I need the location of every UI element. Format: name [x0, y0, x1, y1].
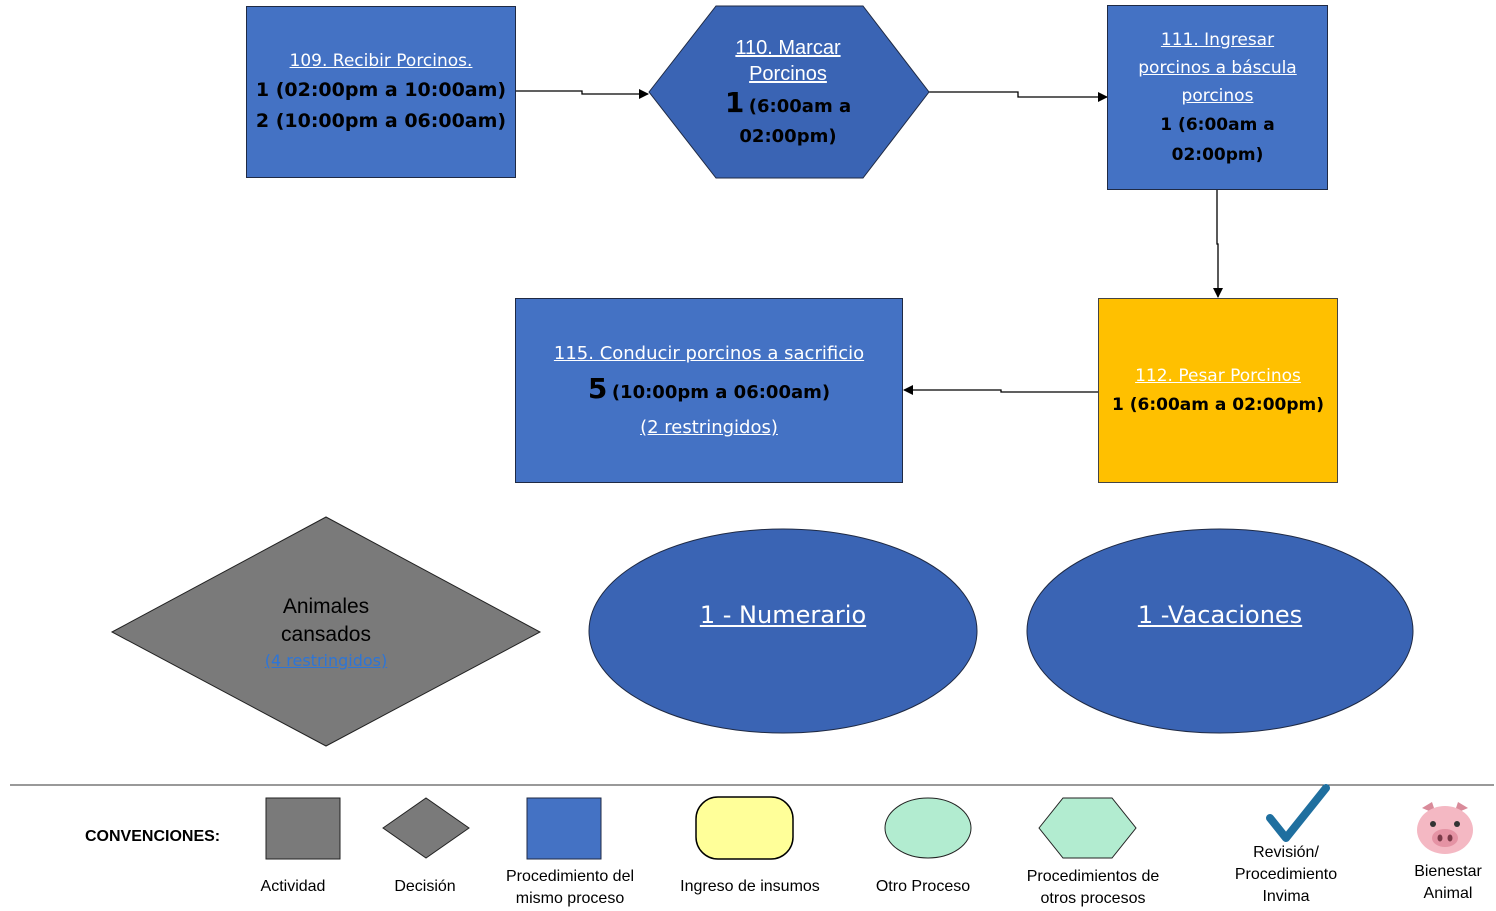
decision-line-1: Animales: [282, 595, 370, 618]
legend-revision-line-b: Procedimiento: [1234, 866, 1338, 883]
node-109-link[interactable]: 109. Recibir Porcinos.: [289, 51, 473, 71]
node-112-shift: 1 (6:00am a 02:00pm): [1111, 394, 1325, 415]
ellipse-numerario-link[interactable]: 1 - Numerario: [699, 601, 867, 629]
node-109-shift-2: 2 (10:00pm a 06:00am): [255, 110, 507, 132]
node-110-link-a[interactable]: 110. Marcar: [735, 36, 841, 59]
node-110-text[interactable]: 110. Marcar Porcinos 1 (6:00am a 02:00pm…: [680, 30, 896, 154]
node-115-conducir-sacrificio[interactable]: 115. Conducir porcinos a sacrificio 5 (1…: [515, 298, 903, 483]
legend-actividad-label: Actividad: [260, 878, 326, 895]
legend-title: CONVENCIONES:: [85, 828, 221, 845]
ellipse-vacaciones-link[interactable]: 1 -Vacaciones: [1137, 601, 1303, 629]
node-110-link-b[interactable]: Porcinos: [749, 62, 827, 85]
legend-decision-label: Decisión: [394, 878, 456, 895]
node-109-recibir-porcinos[interactable]: 109. Recibir Porcinos. 1 (02:00pm a 10:0…: [246, 6, 516, 178]
pig-face-icon: [1417, 802, 1473, 854]
node-112-pesar-porcinos[interactable]: 112. Pesar Porcinos 1 (6:00am a 02:00pm): [1098, 298, 1338, 483]
legend-insumos-label: Ingreso de insumos: [680, 878, 820, 895]
node-109-shift-1: 1 (02:00pm a 10:00am): [255, 79, 507, 101]
arrow-110-to-111: [929, 91, 1108, 102]
legend-procedimiento-line-b: mismo proceso: [515, 890, 625, 907]
legend-bienestar-label: Bienestar Animal: [1388, 861, 1496, 905]
decision-line-2: cansados: [281, 623, 371, 646]
node-111-link-a[interactable]: 111. Ingresar: [1160, 29, 1275, 50]
node-111-link-c[interactable]: porcinos: [1181, 85, 1254, 106]
legend-procedimiento-label: Procedimiento del mismo proceso: [480, 866, 660, 910]
legend-bienestar-line-a: Bienestar: [1414, 863, 1482, 880]
legend-revision-label: Revisión/ Procedimiento Invima: [1206, 842, 1366, 908]
node-115-link[interactable]: 115. Conducir porcinos a sacrificio: [553, 343, 865, 364]
ellipse-vacaciones-text[interactable]: 1 -Vacaciones: [1057, 595, 1383, 635]
node-111-ingresar-bascula[interactable]: 111. Ingresar porcinos a báscula porcino…: [1107, 5, 1328, 190]
legend-revision-line-c: Invima: [1262, 888, 1310, 905]
node-111-shift-b: 02:00pm): [1171, 144, 1264, 165]
node-111-link-b[interactable]: porcinos a báscula: [1138, 57, 1297, 78]
arrow-111-to-112: [1213, 190, 1223, 298]
node-112-link[interactable]: 112. Pesar Porcinos: [1135, 365, 1301, 386]
ellipse-numerario-text[interactable]: 1 - Numerario: [620, 595, 946, 635]
node-110-shift-b: 02:00pm): [739, 125, 837, 147]
node-115-shift: (10:00pm a 06:00am): [611, 382, 831, 403]
node-111-shift-a: 1 (6:00am a: [1160, 114, 1275, 135]
decision-restricted-link[interactable]: (4 restringidos): [264, 651, 388, 670]
node-110-shift-a: (6:00am a: [748, 95, 852, 117]
decision-text: Animales cansados (4 restringidos): [216, 588, 436, 678]
legend-otros-procesos-label: Procedimientos de otros procesos: [1003, 866, 1183, 910]
legend-otros-line-a: Procedimientos de: [1026, 868, 1160, 885]
legend-bienestar-line-b: Animal: [1423, 885, 1473, 902]
arrow-109-to-110: [516, 89, 649, 99]
legend-otros-line-b: otros procesos: [1040, 890, 1146, 907]
node-115-restricted-link[interactable]: (2 restringidos): [640, 417, 778, 438]
legend-revision-line-a: Revisión/: [1253, 844, 1319, 861]
legend-procedimiento-line-a: Procedimiento del: [505, 868, 635, 885]
legend-otro-proceso-label: Otro Proceso: [875, 878, 971, 895]
node-110-count: 1: [724, 85, 745, 119]
checkmark-icon: [1266, 784, 1330, 842]
arrow-112-to-115: [903, 385, 1098, 395]
node-115-count: 5: [587, 372, 608, 405]
